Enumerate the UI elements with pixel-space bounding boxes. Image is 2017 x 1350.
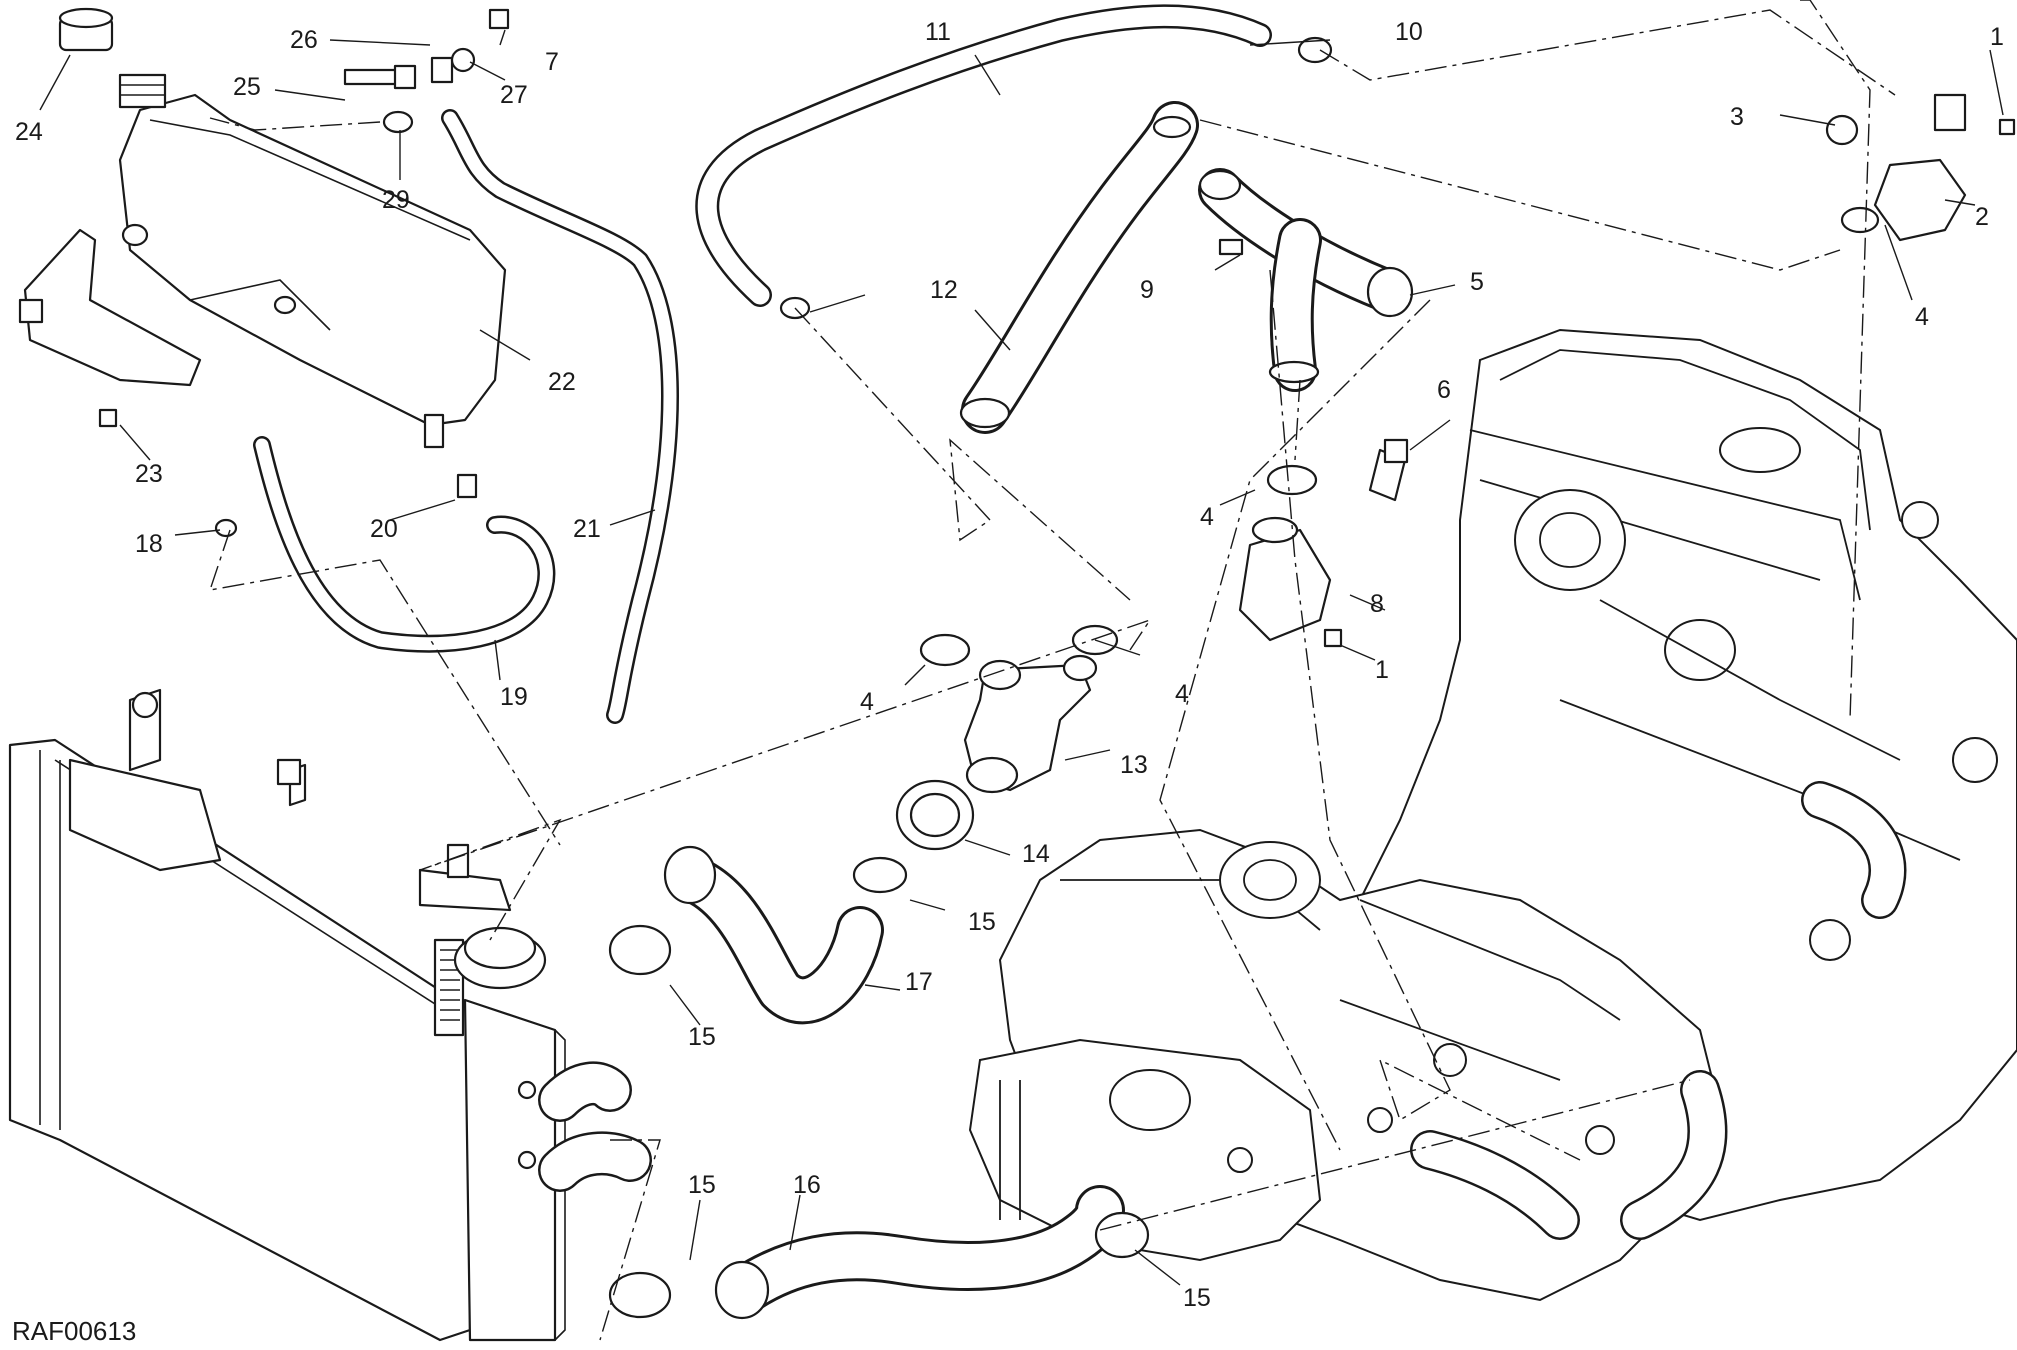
hose-12 <box>959 101 1199 434</box>
callout-labels: 1 1 2 3 4 4 4 4 4 5 6 7 8 9 10 11 12 13 … <box>15 18 2004 1312</box>
callout: 3 <box>1730 103 1744 131</box>
callout: 13 <box>1120 751 1148 779</box>
callout: 6 <box>1437 376 1451 404</box>
callout: 11 <box>925 18 951 46</box>
expansion-tank <box>18 73 507 449</box>
temperature-sensor <box>1368 438 1409 502</box>
callout: 7 <box>545 48 559 76</box>
callout: 23 <box>135 460 163 488</box>
callout: 18 <box>135 530 163 558</box>
radiator <box>8 688 652 1342</box>
callout: 21 <box>573 515 601 543</box>
callout: 8 <box>1370 590 1384 618</box>
callout: 15 <box>688 1023 716 1051</box>
callout: 14 <box>1022 840 1050 868</box>
callout: 5 <box>1470 268 1484 296</box>
thermostat-housing <box>963 654 1098 794</box>
callout: 29 <box>382 186 410 214</box>
callout: 2 <box>1975 203 1989 231</box>
hose-16 <box>714 1185 1125 1320</box>
hose-5 <box>1198 168 1414 392</box>
hose-17 <box>663 845 884 1025</box>
callout: 25 <box>233 73 261 101</box>
filler-cap <box>58 7 114 52</box>
callout: 4 <box>860 688 874 716</box>
callout: 17 <box>905 968 933 996</box>
callout: 4 <box>1915 303 1929 331</box>
callout: 1 <box>1375 656 1389 684</box>
callout: 12 <box>930 276 958 304</box>
hose-11 <box>695 4 1272 307</box>
diagram-code: RAF00613 <box>12 1316 136 1346</box>
callout: 20 <box>370 515 398 543</box>
callout: 16 <box>793 1171 821 1199</box>
callout: 24 <box>15 118 43 146</box>
hose-19 <box>253 436 556 653</box>
seal-ring <box>895 779 975 851</box>
callout: 15 <box>968 908 996 936</box>
leader-lines <box>39 29 2004 1286</box>
radiator-fins <box>440 949 460 1021</box>
callout: 19 <box>500 683 528 711</box>
engine-assembly <box>968 328 2017 1302</box>
callout: 27 <box>500 81 528 109</box>
adapter-fitting <box>1238 516 1332 642</box>
reference-lines <box>208 0 1896 1341</box>
callout: 15 <box>688 1171 716 1199</box>
callout: 1 <box>1990 23 2004 51</box>
callout: 4 <box>1200 503 1214 531</box>
callout: 22 <box>548 368 576 396</box>
breather-hose-21 <box>441 109 679 724</box>
callout: 9 <box>1140 276 1154 304</box>
callout: 4 <box>1175 680 1189 708</box>
callout: 10 <box>1395 18 1423 46</box>
valve-body <box>1873 93 1967 242</box>
callout: 26 <box>290 26 318 54</box>
callout: 15 <box>1183 1284 1211 1312</box>
fasteners <box>98 8 2016 648</box>
